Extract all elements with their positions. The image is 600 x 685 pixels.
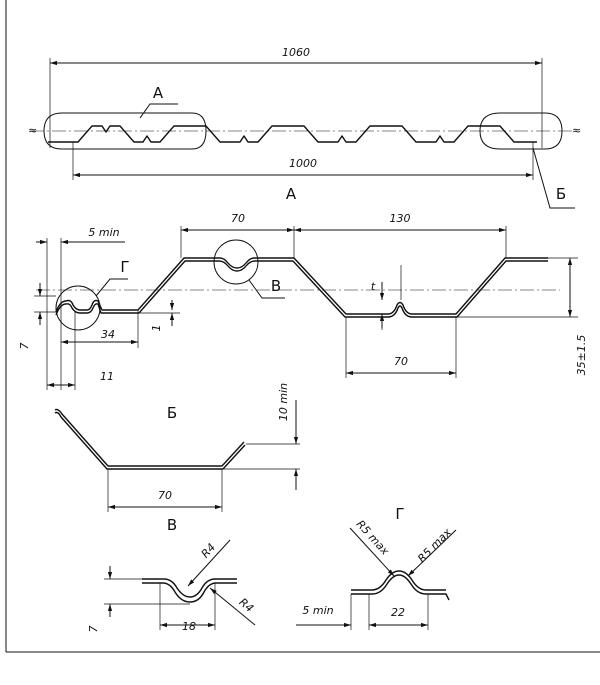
section-b-flange-label: 10 min: [277, 383, 290, 421]
drawing-frame: [5, 0, 600, 653]
svg-text:≈: ≈: [28, 124, 37, 137]
section-a-edge-offset-label: 11: [100, 370, 114, 383]
callout-v-leader: [248, 279, 285, 299]
detail-v-circle: [213, 239, 259, 285]
useful-width-label: 1000: [289, 157, 317, 170]
section-g-profile-bottom: [351, 574, 450, 601]
section-g-radius-right-label: R5 max: [415, 526, 454, 566]
detail-a-outline: [43, 112, 207, 150]
section-a-pitch-label: 130: [390, 212, 411, 225]
section-v-radius-top-label: R4: [199, 541, 218, 561]
section-g-min-edge-label: 5 min: [302, 604, 333, 617]
section-a-rib-depth-label: 1: [150, 325, 163, 332]
section-g-radius-left-leader: [349, 527, 395, 577]
section-g-radius-right-leader: [407, 529, 457, 577]
detail-g-circle: [55, 285, 101, 331]
section-b-title: Б: [167, 404, 177, 422]
section-v-radius-top-leader: [187, 539, 231, 587]
callout-b-label: Б: [556, 185, 566, 203]
svg-text:≈: ≈: [572, 124, 581, 137]
section-b-profile-bottom: [54, 411, 246, 470]
detail-b-outline: [479, 112, 563, 150]
section-a-top-width-label: 70: [231, 212, 245, 225]
callout-v-label: В: [271, 277, 281, 295]
callout-b-leader: [532, 147, 575, 209]
overall-width-label: 1060: [282, 46, 310, 59]
section-v-view: В R4 R4 18 7: [87, 516, 256, 633]
section-g-title: Г: [395, 505, 404, 523]
section-v-title: В: [167, 516, 177, 534]
section-v-width-label: 18: [182, 620, 196, 633]
section-v-profile-top: [142, 578, 237, 598]
callout-a-label: А: [153, 84, 164, 102]
section-a-title: А: [286, 185, 297, 203]
section-v-profile-bottom: [142, 582, 237, 603]
overview-profile: [48, 125, 537, 143]
section-a-view: А 5 min 70 130 Г В t: [18, 185, 588, 390]
section-a-thickness-label: t: [371, 280, 376, 293]
section-a-rib-width-label: 34: [101, 328, 115, 341]
overview-view: 1060 ≈ ≈ 1000 А Б: [28, 46, 581, 209]
section-a-bottom-width-label: 70: [394, 355, 408, 368]
callout-a-leader: [139, 103, 178, 119]
section-g-width-label: 22: [391, 606, 405, 619]
callout-g-label: Г: [120, 258, 129, 276]
section-v-radius-bottom-leader: [209, 587, 256, 626]
section-a-profile-bottom: [55, 260, 548, 318]
section-b-profile-top: [54, 408, 245, 467]
section-b-view: Б 10 min 70: [54, 383, 300, 512]
section-v-height-label: 7: [87, 626, 100, 633]
section-b-width-label: 70: [158, 489, 172, 502]
section-a-edge-height-label: 7: [18, 343, 31, 350]
section-g-profile-top: [351, 570, 446, 591]
callout-g-leader: [95, 278, 128, 297]
section-g-view: Г R5 max R5 max 5 min 22: [296, 505, 457, 630]
section-a-min-edge-label: 5 min: [88, 226, 119, 239]
section-a-profile-top: [55, 257, 548, 315]
section-a-height-label: 35±1.5: [575, 335, 588, 376]
